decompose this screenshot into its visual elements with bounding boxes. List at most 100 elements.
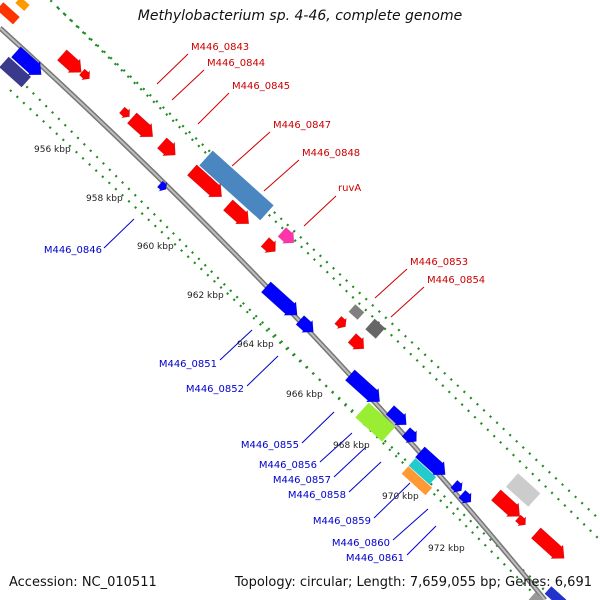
scale-tick-label: 958 kbp (86, 194, 123, 204)
gene-arrow-shape (260, 281, 298, 316)
gene-arrow-shape (56, 49, 82, 73)
gene-arrow-shape (334, 315, 347, 329)
gene-arrow (260, 237, 276, 253)
forward-leader-line (390, 286, 425, 318)
gene-block-shape (408, 458, 437, 485)
gene-arrow (295, 315, 314, 333)
reverse-leader-line (219, 329, 253, 361)
reverse-gene-label: M446_0857 (273, 475, 331, 486)
gene-arrow-shape (530, 527, 565, 559)
scale-tick-label: 968 kbp (333, 441, 370, 451)
gene-block-shape (0, 2, 20, 25)
gene-block-shape (505, 473, 541, 507)
gene-block-shape (0, 56, 31, 88)
forward-gene-label: M446_0843 (191, 42, 249, 53)
tick-dot-track (19, 79, 541, 600)
gene-block-shape (15, 0, 30, 12)
gene-arrow-shape (295, 315, 314, 333)
gene-arrow (10, 46, 42, 76)
gene-arrow (334, 315, 347, 329)
reverse-gene-label: M446_0858 (288, 490, 346, 501)
gene-block-shape (528, 592, 549, 600)
forward-leader-line (303, 195, 337, 227)
reverse-gene-label: M446_0852 (186, 384, 244, 395)
gene-arrow (401, 427, 417, 443)
scale-tick-label: 964 kbp (237, 340, 274, 350)
reverse-leader-line (319, 432, 353, 463)
forward-gene-label: M446_0844 (207, 58, 265, 69)
gene-arrow-shape (347, 333, 365, 350)
reverse-gene-label: M446_0860 (332, 538, 390, 549)
gene-arrow-shape (156, 180, 168, 192)
gene-block (355, 402, 396, 442)
gene-block-shape (401, 466, 433, 496)
gene-arrow-shape (156, 137, 176, 156)
gene-arrow (222, 199, 250, 225)
gene-arrow-shape (514, 514, 527, 527)
gene-arrow (277, 227, 295, 244)
gene-arrow (260, 281, 298, 316)
forward-leader-line (197, 92, 230, 125)
scale-tick-label: 962 kbp (187, 291, 224, 301)
gene-block (0, 2, 20, 25)
reverse-gene-label: M446_0856 (259, 460, 317, 471)
gene-block (505, 473, 541, 507)
forward-leader-line (156, 53, 189, 85)
label-leader-lines (103, 53, 437, 556)
gene-block (348, 304, 365, 320)
forward-gene-label: M446_0847 (273, 120, 331, 131)
reverse-leader-line (301, 411, 335, 444)
gene-arrow (450, 479, 463, 493)
backbone-inner (0, 27, 546, 600)
gene-arrow (385, 405, 407, 426)
gene-arrow-shape (260, 237, 276, 253)
map-title: Methylobacterium sp. 4-46, complete geno… (137, 8, 463, 24)
forward-leader-line (374, 268, 408, 299)
scale-tick-label: 956 kbp (34, 145, 71, 155)
gene-arrow-shape (458, 489, 472, 504)
gene-block (528, 592, 549, 600)
gene-arrow (126, 112, 154, 138)
gene-block (365, 318, 386, 339)
gene-arrow-shape (126, 112, 154, 138)
reverse-leader-line (392, 508, 429, 541)
tick-dot-track (57, 7, 600, 521)
accession-text: Accession: NC_010511 (9, 575, 157, 590)
gene-arrow (458, 489, 472, 504)
gene-arrow-shape (385, 405, 407, 426)
gene-arrow-shape (118, 106, 131, 119)
scale-tick-label: 966 kbp (286, 390, 323, 400)
reverse-gene-label: M446_0846 (44, 245, 102, 256)
gene-arrow (490, 489, 521, 517)
gene-arrow (118, 106, 131, 119)
gene-arrow-shape (186, 164, 223, 198)
reverse-gene-label: M446_0859 (313, 516, 371, 527)
gene-arrow (344, 369, 381, 403)
gene-arrow (156, 180, 168, 192)
reverse-leader-line (246, 355, 279, 387)
backbone-outer (0, 26, 547, 600)
gene-block (408, 458, 437, 485)
gene-block-shape (348, 304, 365, 320)
gene-arrow (530, 527, 565, 559)
forward-gene-label: M446_0854 (427, 275, 485, 286)
gene-arrow-shape (490, 489, 521, 517)
gene-arrow (514, 514, 527, 527)
forward-gene-label: M446_0853 (410, 257, 468, 268)
gene-block-shape (544, 586, 567, 600)
tick-dot-tracks (9, 0, 600, 600)
reverse-leader-line (348, 461, 382, 493)
gene-arrow (347, 333, 365, 350)
gene-block-shape (199, 150, 274, 221)
reverse-leader-line (406, 525, 437, 556)
gene-block (15, 0, 30, 12)
gene-features (0, 0, 567, 600)
reverse-leader-line (103, 218, 135, 249)
reverse-gene-label: M446_0851 (159, 359, 217, 370)
gene-block (544, 586, 567, 600)
reverse-gene-label: M446_0855 (241, 440, 299, 451)
gene-arrow-shape (222, 199, 250, 225)
gene-block (401, 466, 433, 496)
forward-gene-label: ruvA (338, 183, 361, 194)
